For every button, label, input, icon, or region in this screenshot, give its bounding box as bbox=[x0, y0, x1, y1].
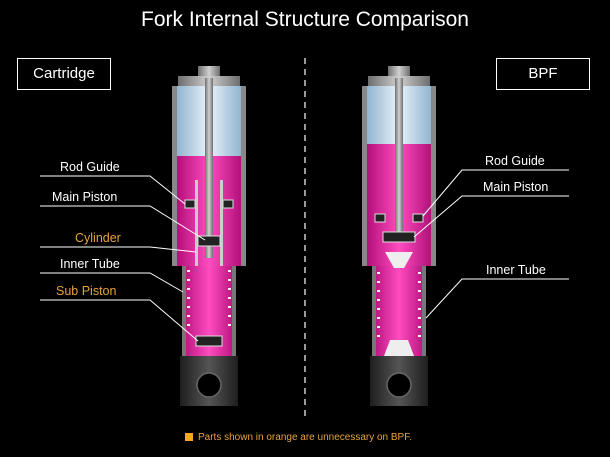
bpf-fork bbox=[362, 66, 436, 406]
footnote: Parts shown in orange are unnecessary on… bbox=[185, 432, 412, 443]
bpf-main-piston bbox=[382, 231, 416, 243]
label-cartridge-main-piston: Main Piston bbox=[52, 190, 118, 204]
bpf-spring bbox=[377, 272, 421, 337]
cartridge-axle-hole bbox=[196, 372, 222, 398]
cartridge-heading: Cartridge bbox=[17, 58, 111, 90]
diagram-title: Fork Internal Structure Comparison bbox=[141, 8, 469, 31]
label-cartridge-inner-tube: Inner Tube bbox=[60, 257, 120, 271]
leader-cartridge-cylinder bbox=[40, 246, 197, 253]
leader-cartridge-inner-tube bbox=[40, 272, 184, 293]
cartridge-fork bbox=[172, 66, 246, 406]
leader-lines bbox=[40, 169, 569, 342]
cartridge-sub-piston bbox=[195, 335, 223, 347]
cartridge-top-cap bbox=[198, 66, 220, 78]
leader-cartridge-sub-piston bbox=[40, 299, 199, 342]
footnote-text: Parts shown in orange are unnecessary on… bbox=[198, 432, 413, 443]
cartridge-rod-guide bbox=[184, 199, 196, 209]
bpf-rod-guide bbox=[374, 213, 386, 223]
label-bpf-rod-guide: Rod Guide bbox=[485, 154, 545, 168]
label-cartridge-sub-piston: Sub Piston bbox=[56, 284, 117, 298]
label-bpf-inner-tube: Inner Tube bbox=[486, 263, 546, 277]
bpf-axle-hole bbox=[386, 372, 412, 398]
bpf-top-cap bbox=[388, 66, 410, 78]
leader-bpf-inner-tube bbox=[425, 278, 569, 319]
label-cartridge-rod-guide: Rod Guide bbox=[60, 160, 120, 174]
leader-cartridge-main-piston bbox=[40, 205, 206, 241]
leader-bpf-main-piston bbox=[413, 195, 569, 238]
bpf-damper-rod bbox=[395, 78, 403, 238]
cartridge-spring bbox=[187, 270, 231, 326]
cartridge-damper-rod bbox=[205, 78, 213, 258]
bpf-heading: BPF bbox=[496, 58, 590, 90]
bpf-funnel bbox=[385, 252, 413, 268]
leader-bpf-rod-guide bbox=[422, 169, 569, 217]
orange-square-icon bbox=[185, 433, 193, 441]
cartridge-main-piston bbox=[197, 235, 221, 247]
leader-cartridge-rod-guide bbox=[40, 175, 186, 205]
label-cartridge-cylinder: Cylinder bbox=[75, 231, 121, 245]
label-bpf-main-piston: Main Piston bbox=[483, 180, 549, 194]
cartridge-cylinder bbox=[195, 180, 198, 270]
